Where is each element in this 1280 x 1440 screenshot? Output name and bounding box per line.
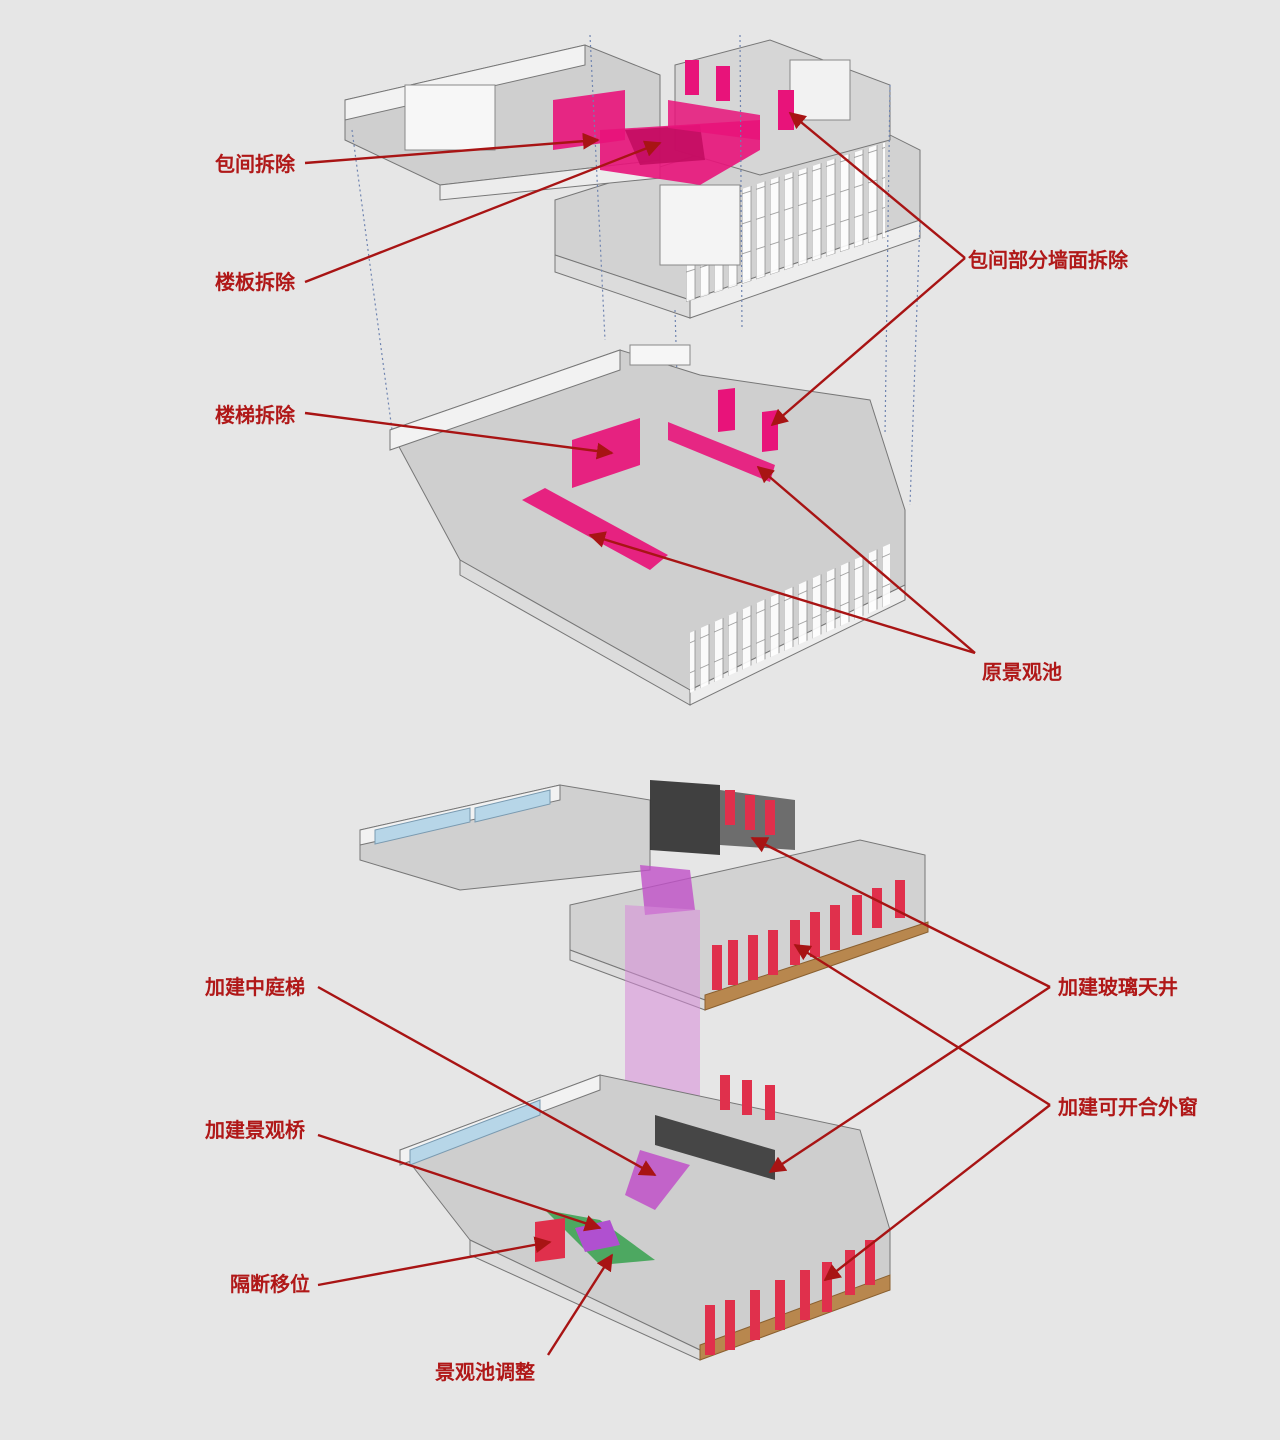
label-glass-skylight: 加建玻璃天井 — [1058, 975, 1178, 999]
original-pool — [668, 422, 775, 482]
glass-skylight-upper — [650, 780, 720, 855]
label-room-wall-removal: 包间部分墙面拆除 — [968, 248, 1128, 272]
glass-wall — [374, 807, 471, 845]
partial-wall-demolition — [685, 60, 699, 95]
glass-wall — [409, 1099, 541, 1166]
glass-skylight-lower — [655, 1115, 775, 1180]
label-floor-slab-removal: 楼板拆除 — [215, 270, 295, 294]
atrium-stair-upper — [640, 865, 695, 915]
lower-floor-slab — [389, 349, 906, 691]
wall-demolition — [762, 410, 778, 452]
wood-deck — [704, 921, 929, 1011]
glass-wall — [474, 789, 551, 823]
partial-wall-demolition — [778, 90, 794, 130]
partial-wall-demolition — [716, 66, 730, 101]
label-stair-removal: 楼梯拆除 — [215, 403, 295, 427]
label-original-pool: 原景观池 — [982, 660, 1062, 684]
label-atrium-stair: 加建中庭梯 — [205, 975, 305, 999]
top-lower-floor — [389, 344, 906, 706]
label-room-removal: 包间拆除 — [215, 152, 295, 176]
label-partition-shift: 隔断移位 — [230, 1272, 310, 1296]
wall-demolition — [718, 388, 735, 432]
top-projection-lines — [351, 34, 921, 646]
top-upper-floor — [344, 39, 921, 319]
annotation-arrows — [304, 111, 1051, 1356]
moved-partition — [535, 1218, 565, 1262]
operable-windows-upper — [712, 790, 905, 990]
label-pool-adjust: 景观池调整 — [435, 1360, 535, 1384]
original-pool — [522, 488, 668, 570]
room-demolition-wall — [668, 100, 760, 140]
label-landscape-bridge: 加建景观桥 — [205, 1118, 305, 1142]
operable-windows-lower — [705, 1075, 875, 1355]
label-operable-window: 加建可开合外窗 — [1058, 1095, 1198, 1119]
bottom-lower-floor — [399, 1074, 891, 1361]
glass-skylight-upper — [720, 790, 795, 850]
